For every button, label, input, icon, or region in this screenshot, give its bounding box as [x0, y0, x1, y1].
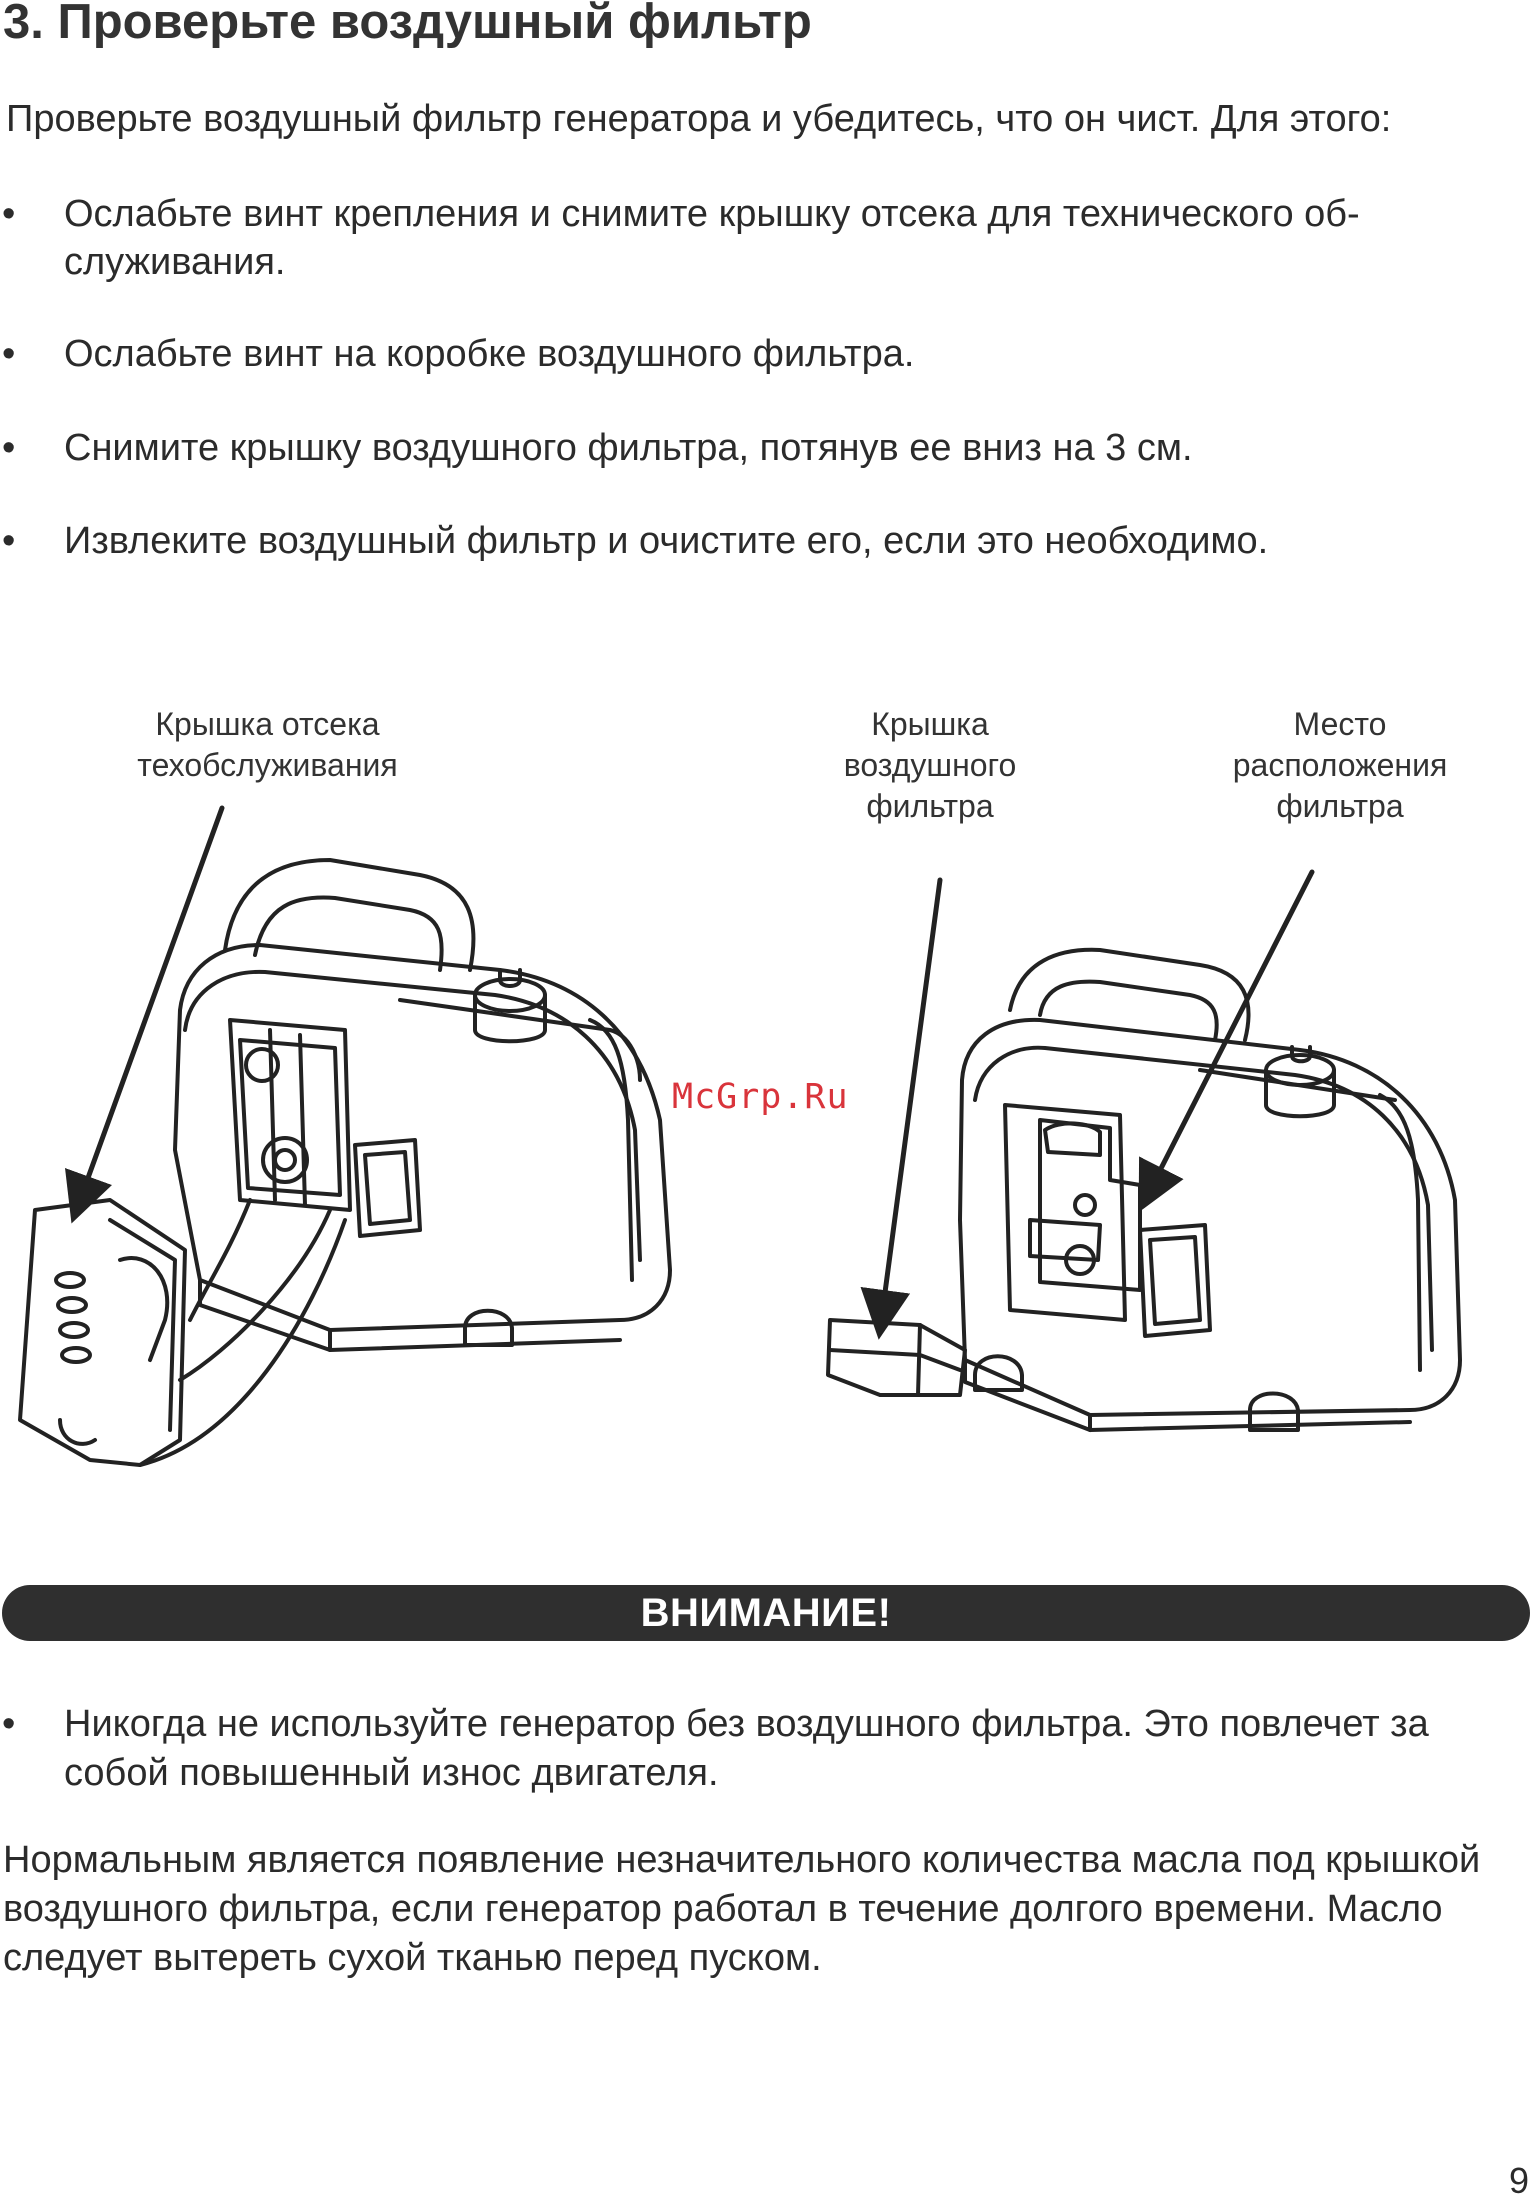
warning-title: ВНИМАНИЕ!	[640, 1590, 892, 1635]
step-text: Снимите крышку воздушного фильтра, потян…	[64, 427, 1193, 469]
bullet-marker: •	[2, 1703, 16, 1745]
generator-right	[826, 947, 1462, 1432]
arrow-service-cover	[65, 805, 225, 1224]
list-item: • Извлеките воздушный фильтр и очистите …	[0, 517, 1268, 565]
arrow-filter-location	[1138, 869, 1315, 1213]
warning-banner: ВНИМАНИЕ!	[2, 1585, 1530, 1641]
generator-left	[18, 858, 672, 1467]
label-service-cover: Крышка отсека техобслуживания	[137, 706, 398, 783]
list-item: • Ослабьте винт крепления и снимите крыш…	[0, 190, 1514, 286]
bullet-marker: •	[2, 193, 16, 235]
intro-paragraph: Проверьте воздушный фильтр генератора и …	[6, 98, 1392, 140]
generator-illustration	[18, 805, 1462, 1467]
list-item: • Снимите крышку воздушного фильтра, пот…	[0, 424, 1193, 472]
note-paragraph: Нормальным является появление незначител…	[3, 1839, 1481, 1979]
bullet-marker: •	[2, 333, 16, 375]
label-filter-cover: Крышка воздушного фильтра	[843, 706, 1017, 824]
page-number: 9	[1508, 2160, 1529, 2201]
list-item: • Ослабьте винт на коробке воздушного фи…	[0, 330, 914, 378]
section-heading: 3. Проверьте воздушный фильтр	[3, 0, 812, 49]
step-text: Ослабьте винт крепления и снимите крышку…	[64, 193, 1360, 283]
label-filter-location: Место расположения фильтра	[1232, 706, 1448, 824]
warning-bullet: • Никогда не используйте генератор без в…	[0, 1700, 1480, 1798]
bullet-marker: •	[2, 427, 16, 469]
warning-text: Никогда не используйте генератор без воз…	[64, 1703, 1429, 1794]
step-text: Извлеките воздушный фильтр и очистите ег…	[64, 520, 1269, 562]
watermark: McGrp.Ru	[672, 1077, 849, 1117]
arrow-filter-cover	[860, 877, 943, 1340]
step-text: Ослабьте винт на коробке воздушного филь…	[64, 333, 915, 375]
bullet-marker: •	[2, 520, 16, 562]
